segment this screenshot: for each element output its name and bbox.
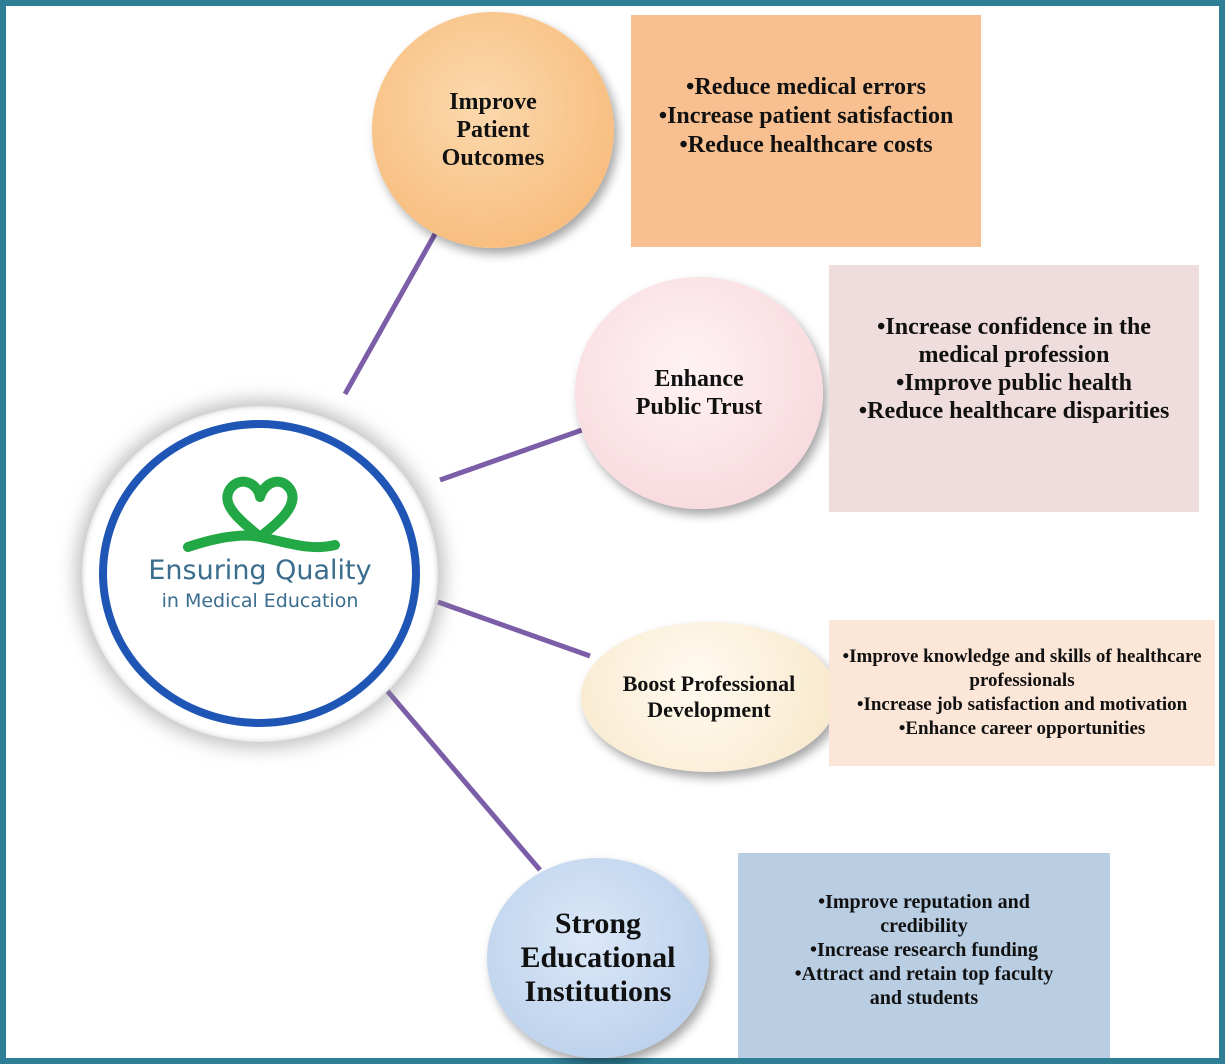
green-ribbon-heart-icon [183,476,340,553]
bullet-item: •Improve reputation and credibility [818,890,1030,937]
bullet-item: •Increase confidence in the medical prof… [877,313,1151,368]
bullet-item: •Reduce healthcare costs [679,131,933,158]
node-strong-educational-institutions: Strong Educational Institutions [487,858,709,1058]
bullet-item: •Increase research funding [809,938,1039,961]
box-improve-patient-outcomes: •Reduce medical errors •Increase patient… [631,15,981,247]
node-boost-professional-development: Boost Professional Development [581,622,837,772]
node-label: Improve Patient Outcomes [441,89,545,171]
node-label: Boost Professional Development [622,671,796,722]
connector-line-trust [439,427,583,483]
bullet-item: •Improve public health [896,369,1132,396]
node-enhance-public-trust: Enhance Public Trust [575,277,823,509]
bullet-item: •Increase job satisfaction and motivatio… [856,694,1188,715]
node-improve-patient-outcomes: Improve Patient Outcomes [372,12,614,248]
connector-line-outcomes [342,232,438,396]
bullet-item: •Attract and retain top faculty and stud… [794,962,1054,1009]
node-label: Strong Educational Institutions [520,907,676,1008]
hub-subtitle: in Medical Education [161,590,359,612]
bullet-item: •Increase patient satisfaction [658,102,954,129]
connector-line-institutions [376,678,542,872]
box-boost-professional-development: •Improve knowledge and skills of healthc… [829,620,1215,766]
node-label: Enhance Public Trust [635,366,763,420]
box-enhance-public-trust: •Increase confidence in the medical prof… [829,265,1199,512]
bullet-item: •Reduce medical errors [686,73,926,100]
box-strong-educational-institutions: •Improve reputation and credibility •Inc… [738,853,1110,1058]
bullet-item: •Enhance career opportunities [898,718,1146,739]
hub-title: Ensuring Quality [148,555,372,586]
bullet-item: •Improve knowledge and skills of healthc… [842,646,1202,691]
connector-line-development [437,599,591,659]
central-hub-ring [99,420,420,727]
bullet-item: •Reduce healthcare disparities [858,397,1170,424]
